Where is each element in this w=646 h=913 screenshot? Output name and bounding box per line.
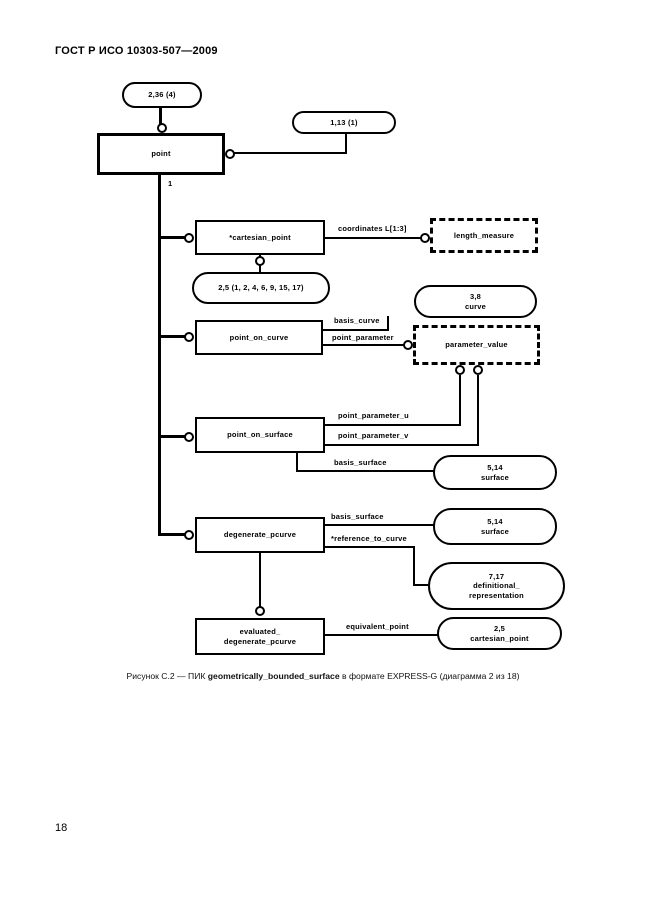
attr-label-reference-to-curve: *reference_to_curve	[330, 534, 408, 543]
page-ref-3-8-curve: 3,8 curve	[414, 285, 537, 318]
page-ref-5-14-surface: 5,14 surface	[433, 455, 557, 490]
edge-line	[325, 634, 439, 636]
figure-caption: Рисунок С.2 — ПИК geometrically_bounded_…	[0, 671, 646, 681]
edge-line	[296, 453, 298, 472]
edge-line	[323, 329, 389, 331]
page-ref-2-5-cartesian-point: 2,5 cartesian_point	[437, 617, 562, 650]
connector-circle	[184, 530, 194, 540]
edge-line	[325, 424, 461, 426]
edge-line	[160, 533, 185, 536]
edge-line	[477, 375, 479, 446]
connector-circle	[403, 340, 413, 350]
subtype-cardinality-label: 1	[167, 179, 174, 188]
connector-circle	[255, 606, 265, 616]
edge-line	[259, 553, 261, 608]
attr-label-coordinates: coordinates L[1:3]	[337, 224, 408, 233]
attr-label-basis-curve: basis_curve	[333, 316, 381, 325]
figure-caption-prefix: Рисунок С.2 — ПИК	[126, 671, 208, 681]
page-ref-5-14-surface-2: 5,14 surface	[433, 508, 557, 545]
connector-circle	[473, 365, 483, 375]
figure-caption-entity: geometrically_bounded_surface	[207, 671, 340, 681]
edge-line	[160, 335, 185, 338]
attr-label-basis-surface: basis_surface	[333, 458, 388, 467]
edge-line	[413, 546, 415, 586]
connector-circle	[157, 123, 167, 133]
connector-circle	[455, 365, 465, 375]
subtype-trunk-line	[158, 175, 161, 536]
entity-evaluated-degenerate-pcurve: evaluated_ degenerate_pcurve	[195, 618, 325, 655]
connector-circle	[184, 233, 194, 243]
connector-circle	[225, 149, 235, 159]
attr-label-point-parameter: point_parameter	[331, 333, 395, 342]
connector-circle	[184, 432, 194, 442]
edge-line	[234, 152, 347, 154]
entity-point-on-surface: point_on_surface	[195, 417, 325, 453]
edge-line	[160, 236, 185, 239]
type-length-measure: length_measure	[430, 218, 538, 253]
edge-line	[325, 444, 479, 446]
edge-line	[325, 546, 415, 548]
connector-circle	[420, 233, 430, 243]
edge-line	[160, 435, 185, 438]
edge-line	[159, 108, 162, 125]
entity-cartesian-point: *cartesian_point	[195, 220, 325, 255]
attr-label-basis-surface-2: basis_surface	[330, 512, 385, 521]
attr-label-equivalent-point: equivalent_point	[345, 622, 410, 631]
type-parameter-value: parameter_value	[413, 325, 540, 365]
entity-degenerate-pcurve: degenerate_pcurve	[195, 517, 325, 553]
attr-label-point-parameter-u: point_parameter_u	[337, 411, 410, 420]
edge-line	[323, 344, 404, 346]
edge-line	[345, 133, 347, 154]
edge-line	[325, 237, 421, 239]
page-ref-1-13: 1,13 (1)	[292, 111, 396, 134]
edge-line	[387, 316, 389, 331]
connector-circle	[255, 256, 265, 266]
edge-line	[459, 375, 461, 426]
edge-line	[325, 524, 435, 526]
page-ref-2-36: 2,36 (4)	[122, 82, 202, 108]
entity-point: point	[97, 133, 225, 175]
entity-point-on-curve: point_on_curve	[195, 320, 323, 355]
attr-label-point-parameter-v: point_parameter_v	[337, 431, 410, 440]
document-header: ГОСТ Р ИСО 10303-507—2009	[55, 45, 218, 57]
page-ref-7-17-definitional-representation: 7,17 definitional_ representation	[428, 562, 565, 610]
page-number: 18	[55, 822, 68, 834]
page-ref-2-5-pages: 2,5 (1, 2, 4, 6, 9, 15, 17)	[192, 272, 330, 304]
edge-line	[296, 470, 435, 472]
connector-circle	[184, 332, 194, 342]
edge-line	[413, 584, 432, 586]
figure-caption-suffix: в формате EXPRESS-G (диаграмма 2 из 18)	[339, 671, 520, 681]
